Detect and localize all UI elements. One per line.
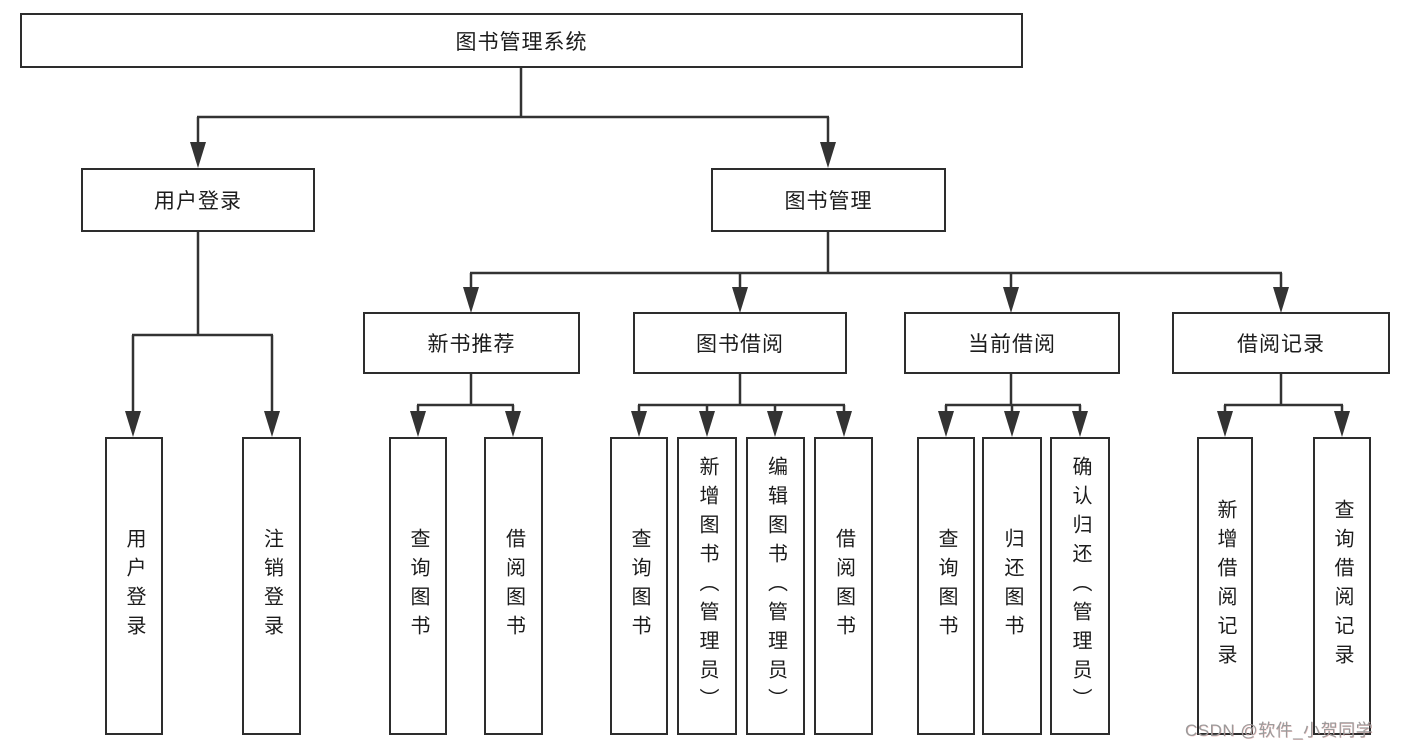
leaf-label: 借阅图书 <box>832 528 855 644</box>
leaf-label: 注销登录 <box>260 528 283 644</box>
leaf-label: 确认归还（管理员） <box>1069 455 1091 717</box>
node-leaf-query-book-3: 查询图书 <box>917 437 975 735</box>
node-book-borrow: 图书借阅 <box>633 312 847 374</box>
leaf-label: 用户登录 <box>123 528 145 644</box>
node-leaf-borrow-book-2: 借阅图书 <box>814 437 873 735</box>
node-leaf-query-borrow-record: 查询借阅记录 <box>1313 437 1371 735</box>
node-leaf-borrow-book-1: 借阅图书 <box>484 437 543 735</box>
node-leaf-edit-book-admin: 编辑图书（管理员） <box>746 437 805 735</box>
node-book-management: 图书管理 <box>711 168 946 232</box>
leaf-label: 借阅图书 <box>502 528 525 644</box>
node-root: 图书管理系统 <box>20 13 1023 68</box>
node-leaf-user-login: 用户登录 <box>105 437 163 735</box>
node-leaf-return-book: 归还图书 <box>982 437 1042 735</box>
leaf-label: 新增图书（管理员） <box>696 455 718 717</box>
node-leaf-logout: 注销登录 <box>242 437 301 735</box>
node-borrow-records: 借阅记录 <box>1172 312 1390 374</box>
node-new-book-recommend: 新书推荐 <box>363 312 580 374</box>
leaf-label: 查询借阅记录 <box>1331 499 1353 673</box>
watermark: CSDN @软件_小贺同学 <box>1185 721 1374 740</box>
node-leaf-add-book-admin: 新增图书（管理员） <box>677 437 737 735</box>
leaf-label: 归还图书 <box>1001 528 1023 644</box>
leaf-label: 新增借阅记录 <box>1214 499 1236 673</box>
node-user-login: 用户登录 <box>81 168 315 232</box>
node-leaf-query-book-1: 查询图书 <box>389 437 447 735</box>
leaf-label: 查询图书 <box>407 528 429 644</box>
leaf-label: 编辑图书（管理员） <box>764 455 787 717</box>
leaf-label: 查询图书 <box>628 528 650 644</box>
node-leaf-confirm-return-admin: 确认归还（管理员） <box>1050 437 1110 735</box>
node-leaf-add-borrow-record: 新增借阅记录 <box>1197 437 1253 735</box>
leaf-label: 查询图书 <box>935 528 957 644</box>
node-current-borrow: 当前借阅 <box>904 312 1120 374</box>
node-leaf-query-book-2: 查询图书 <box>610 437 668 735</box>
